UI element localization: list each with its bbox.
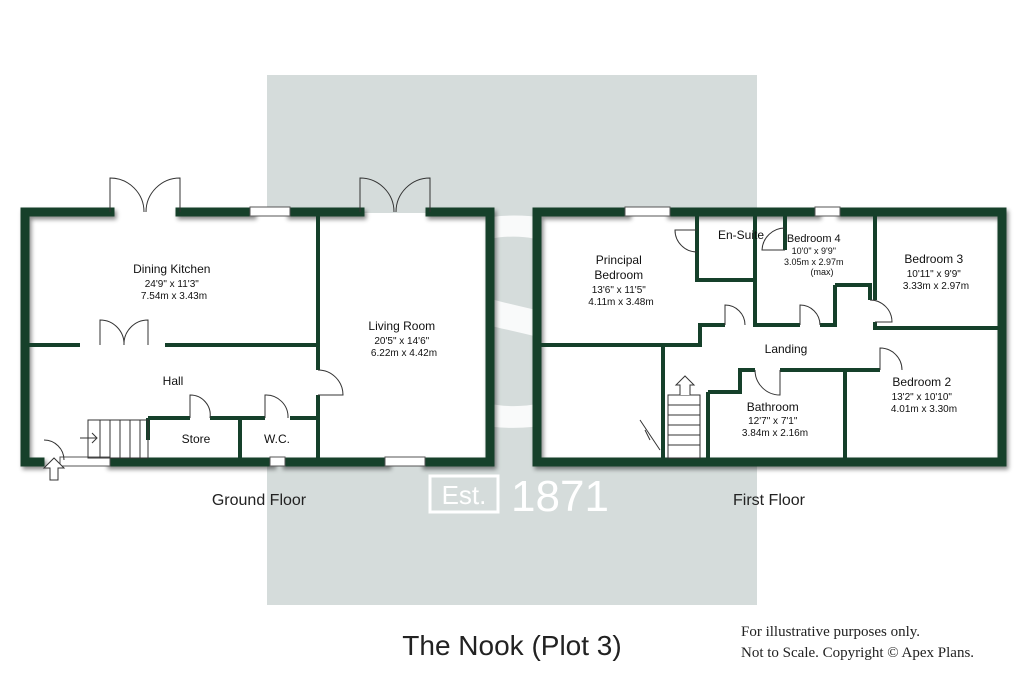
room-name: Bedroom 2 <box>892 375 951 389</box>
room-metric: 4.01m x 3.30m <box>891 404 957 415</box>
room-name: Bedroom 4 <box>787 233 841 245</box>
room-metric: 3.33m x 2.97m <box>903 281 969 292</box>
watermark-badge: Est. <box>442 480 487 510</box>
first-floor-doors <box>674 227 903 396</box>
room-name: Hall <box>163 374 184 388</box>
room-metric: 6.22m x 4.42m <box>371 348 437 359</box>
room-name: Landing <box>765 342 808 356</box>
disclaimer-line: Not to Scale. Copyright © Apex Plans. <box>741 645 975 661</box>
plan-title: The Nook (Plot 3) <box>402 630 622 661</box>
room-name: Bedroom 3 <box>904 252 963 266</box>
floor-label: Ground Floor <box>212 492 307 509</box>
room-note: (max) <box>811 267 834 277</box>
room-imperial: 12'7" x 7'1" <box>748 416 798 427</box>
room-name: Living Room <box>368 319 435 333</box>
svg-text:Bedroom 4 10'0" x 9'9": Bedroom 4 10'0" x 9'9" 3.05m x 2.97m (ma… <box>784 229 848 277</box>
first-floor-inner-walls <box>540 216 998 458</box>
svg-text:Bathroom 12'7" x 7'1": Bathroom 12'7" x 7'1" 3.84m x 2.16m <box>742 398 808 439</box>
disclaimer: For illustrative purposes only. Not to S… <box>741 622 1011 664</box>
room-imperial: 13'2" x 10'10" <box>892 392 953 403</box>
room-name-line2: Bedroom <box>594 268 643 282</box>
svg-text:Dining Kitchen 24'9" x: Dining Kitchen 24'9" x 11'3" 7.54m x 3.4… <box>133 260 215 302</box>
svg-text:Principal Bedroom: Principal Bedroom 13'6" x 11'5" 4.11m x … <box>588 251 653 308</box>
entrance-arrow-icon <box>42 457 66 481</box>
ground-floor-inner-walls <box>28 216 320 458</box>
room-name: Dining Kitchen <box>133 262 210 276</box>
ground-floor-doors <box>43 177 431 461</box>
room-name: En-Suite <box>718 228 764 242</box>
room-imperial: 10'0" x 9'9" <box>792 246 836 256</box>
svg-text:Living Room 20'5" x 14: Living Room 20'5" x 14'6" 6.22m x 4.42m <box>368 317 439 359</box>
first-floor-walls <box>532 207 1007 467</box>
room-name: Bathroom <box>747 400 799 414</box>
room-imperial: 24'9" x 11'3" <box>145 279 200 290</box>
room-metric: 3.84m x 2.16m <box>742 428 808 439</box>
ground-floor-walls <box>20 207 495 467</box>
svg-text:Bedroom 3 10'11" x 9'9: Bedroom 3 10'11" x 9'9" 3.33m x 2.97m <box>903 250 969 292</box>
first-floor-plan: Principal Bedroom 13'6" x 11'5" 4.11m x … <box>532 206 1007 509</box>
room-name: Principal <box>596 253 642 267</box>
ground-floor-stairs <box>80 419 149 459</box>
ground-floor-plan: Dining Kitchen 24'9" x 11'3" 7.54m x 3.4… <box>20 177 495 509</box>
ground-floor-windows <box>59 206 426 467</box>
watermark-year: 1871 <box>511 472 609 521</box>
svg-text:Bedroom 2 13'2" x 10'1: Bedroom 2 13'2" x 10'10" 4.01m x 3.30m <box>891 373 957 415</box>
disclaimer-line: For illustrative purposes only. <box>741 624 921 640</box>
room-imperial: 20'5" x 14'6" <box>374 336 429 347</box>
room-name: Store <box>182 432 211 446</box>
room-metric: 4.11m x 3.48m <box>588 297 653 308</box>
first-floor-windows <box>624 206 841 217</box>
watermark-badge-box <box>428 474 500 514</box>
room-name: W.C. <box>264 432 290 446</box>
room-imperial: 10'11" x 9'9" <box>907 269 962 280</box>
room-metric: 3.05m x 2.97m <box>784 257 844 267</box>
room-imperial: 13'6" x 11'5" <box>592 285 647 296</box>
room-metric: 7.54m x 3.43m <box>141 291 207 302</box>
stairs-up-arrow-icon <box>674 375 696 395</box>
floor-label: First Floor <box>733 492 806 509</box>
first-floor-stairs <box>639 375 701 459</box>
